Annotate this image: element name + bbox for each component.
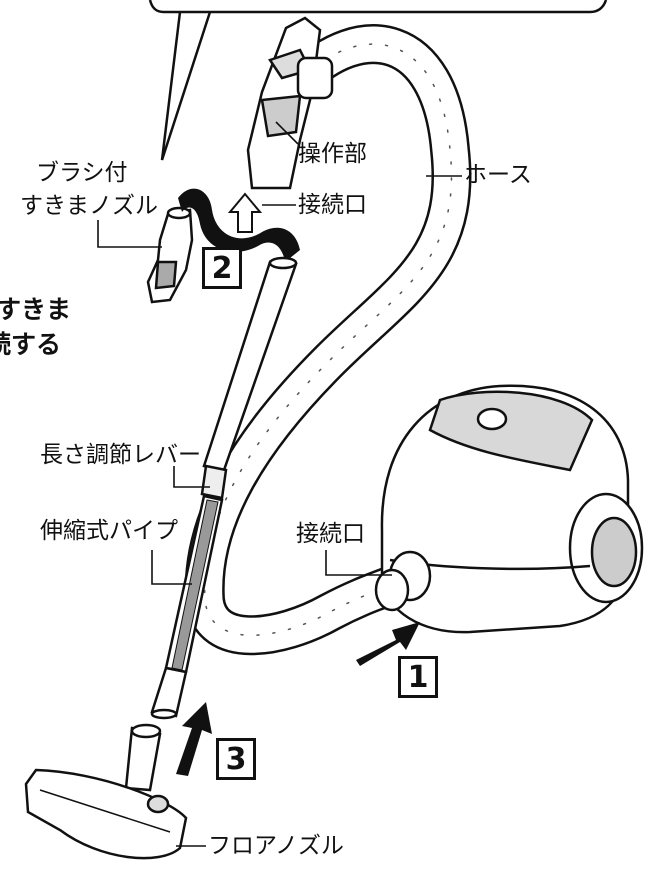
operation-part-label: 操作部 <box>298 141 367 167</box>
step-1-box: 1 <box>398 656 438 698</box>
partial-text-line1: すきま <box>0 295 72 324</box>
pipe-shape <box>150 256 298 720</box>
floor-nozzle-shape <box>24 723 188 860</box>
leader-lines <box>97 121 462 847</box>
arrow-3 <box>176 702 212 776</box>
hose-shape <box>184 24 472 656</box>
handle-shape <box>246 16 334 190</box>
connect-arrow-2 <box>227 192 263 233</box>
vacuum-body-shape <box>380 384 644 634</box>
telescopic-pipe-label: 伸縮式パイプ <box>40 518 178 544</box>
connection-port-top-label: 接続口 <box>298 192 367 218</box>
brush-nozzle-label-line2: すきまノズル <box>20 193 158 219</box>
crevice-nozzle-shape <box>146 206 194 304</box>
step-2-box: 2 <box>202 247 242 289</box>
brush-nozzle-label-line1: ブラシ付 <box>36 160 128 186</box>
hose-label: ホース <box>464 162 532 188</box>
step-3-box: 3 <box>216 738 256 780</box>
arrow-1 <box>356 622 420 666</box>
callout-bubble <box>148 0 608 161</box>
floor-nozzle-label: フロアノズル <box>208 833 344 859</box>
partial-text-line2: 続する <box>0 330 62 359</box>
ribbon-shape <box>178 188 300 262</box>
body-port-shape <box>374 550 432 612</box>
length-lever-label: 長さ調節レバー <box>40 442 201 468</box>
connection-port-body-label: 接続口 <box>296 521 365 547</box>
